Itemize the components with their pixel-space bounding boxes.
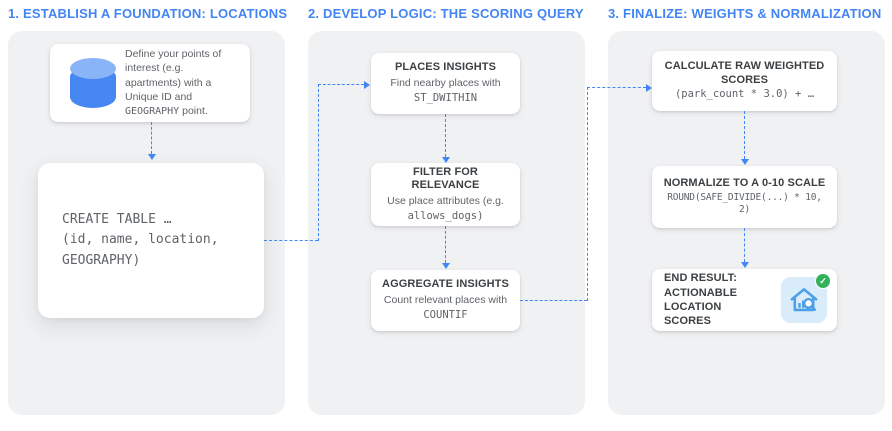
step-code: allows_dogs)	[407, 209, 484, 222]
card-calculate-scores: CALCULATE RAW WEIGHTED SCORES (park_coun…	[652, 51, 837, 111]
arrow-down-icon	[147, 154, 156, 160]
card-end-result: END RESULT: ACTIONABLE LOCATION SCORES ✓	[652, 269, 837, 331]
step-code: (park_count * 3.0) + …	[674, 88, 815, 101]
checkmark-badge-icon: ✓	[815, 273, 831, 289]
connector-aggregate-to-calculate-seg3	[587, 87, 646, 88]
code-line: GEOGRAPHY)	[62, 252, 141, 268]
arrow-down-icon	[441, 263, 450, 269]
connector-code-to-places-seg3	[318, 84, 364, 85]
step-body: Count relevant places with	[383, 294, 508, 307]
arrow-right-icon	[364, 81, 370, 89]
house-analytics-icon: ✓	[781, 273, 831, 323]
card-places-insights: PLACES INSIGHTS Find nearby places with …	[371, 53, 520, 114]
column-header-finalize: 3. FINALIZE: WEIGHTS & NORMALIZATION	[608, 6, 882, 21]
card-normalize-scale: NORMALIZE TO A 0-10 SCALE ROUND(SAFE_DIV…	[652, 166, 837, 228]
connector-code-to-places-seg1	[264, 240, 318, 241]
step-title: AGGREGATE INSIGHTS	[382, 278, 509, 291]
connector-places-to-filter	[445, 114, 446, 157]
step-title: NORMALIZE TO A 0-10 SCALE	[663, 177, 826, 190]
arrow-down-icon	[441, 157, 450, 163]
connector-normalize-to-result	[744, 228, 745, 262]
step-code: ST_DWITHIN	[413, 91, 478, 104]
card-create-table: CREATE TABLE … (id, name, location, GEOG…	[38, 163, 264, 318]
column-header-foundation: 1. ESTABLISH A FOUNDATION: LOCATIONS	[8, 6, 288, 21]
step-body: Find nearby places with	[390, 77, 501, 90]
connector-filter-to-aggregate	[445, 226, 446, 263]
connector-aggregate-to-calculate-seg2	[587, 87, 588, 301]
connector-aggregate-to-calculate-seg1	[520, 300, 587, 301]
database-icon	[70, 58, 116, 108]
connector-calculate-to-normalize	[744, 111, 745, 159]
code-line: (id, name, location,	[62, 232, 219, 248]
step-title: CALCULATE RAW WEIGHTED SCORES	[664, 59, 825, 86]
card-filter-relevance: FILTER FOR RELEVANCE Use place attribute…	[371, 163, 520, 226]
arrow-down-icon	[740, 159, 749, 165]
connector-define-to-code	[151, 122, 152, 154]
end-result-title: END RESULT: ACTIONABLE LOCATION SCORES	[664, 272, 738, 328]
step-code: ROUND(SAFE_DIVIDE(...) * 10, 2)	[667, 192, 822, 216]
step-title: PLACES INSIGHTS	[394, 61, 497, 74]
step-title: FILTER FOR RELEVANCE	[411, 165, 480, 192]
card-aggregate-insights: AGGREGATE INSIGHTS Count relevant places…	[371, 270, 520, 331]
connector-code-to-places-seg2	[318, 84, 319, 241]
column-header-scoring: 2. DEVELOP LOGIC: THE SCORING QUERY	[308, 6, 584, 21]
step-body: Use place attributes (e.g.	[387, 195, 504, 208]
arrow-down-icon	[740, 262, 749, 268]
arrow-right-icon	[646, 84, 652, 92]
code-line: CREATE TABLE …	[62, 212, 172, 228]
define-points-text: Define your points of interest (e.g. apa…	[125, 48, 222, 118]
card-define-points: Define your points of interest (e.g. apa…	[50, 44, 250, 122]
step-code: COUNTIF	[423, 308, 468, 321]
